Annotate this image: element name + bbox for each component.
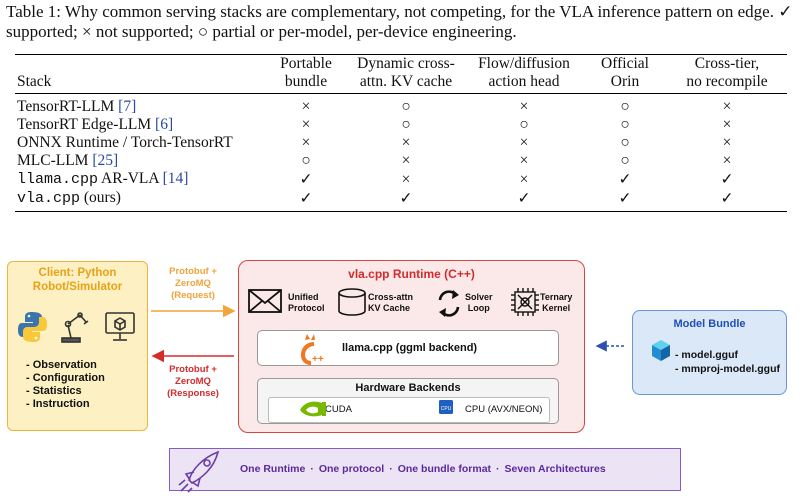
footer-text: One Runtime·One protocol·One bundle form… xyxy=(240,463,606,475)
header-stack: Stack xyxy=(17,73,52,90)
cell: × xyxy=(722,152,732,169)
request-label: Protobuf +ZeroMQ(Request) xyxy=(169,266,217,301)
row-name: vla.cpp (ours) xyxy=(17,189,121,207)
row-name: MLC-LLM [25] xyxy=(17,152,119,169)
rocket-icon xyxy=(178,450,220,493)
table-row: TensorRT-LLM [7] × ○ × ○ × xyxy=(15,94,787,117)
cell: ○ xyxy=(519,116,529,133)
python-icon xyxy=(18,312,47,342)
header-cross-tier: Cross-tier,no recompile xyxy=(686,55,768,90)
cell: ○ xyxy=(620,134,630,151)
hardware-backends-box: Hardware Backends CUDA CPU (AVX/NEON) xyxy=(257,378,559,424)
svg-text:CPU: CPU xyxy=(441,406,452,412)
cell: ○ xyxy=(620,116,630,133)
list-item: - Configuration xyxy=(26,372,105,384)
response-label: Protobuf +ZeroMQ(Response) xyxy=(167,364,219,399)
cell: ○ xyxy=(401,98,411,115)
cell: × xyxy=(519,134,529,151)
cell: ○ xyxy=(301,152,311,169)
cell: ✓ xyxy=(618,170,632,188)
list-item: - Statistics xyxy=(26,385,82,397)
cell: ○ xyxy=(401,116,411,133)
citation-link[interactable]: [14] xyxy=(162,170,189,187)
table-caption: Table 1: Why common serving stacks are c… xyxy=(6,2,793,41)
citation-link[interactable]: [6] xyxy=(155,116,174,133)
table-row: vla.cpp (ours) ✓ ✓ ✓ ✓ ✓ xyxy=(15,189,787,212)
hardware-title: Hardware Backends xyxy=(355,382,461,394)
citation-link[interactable]: [7] xyxy=(118,98,137,115)
list-item: - mmproj-model.gguf xyxy=(675,363,780,375)
cell: ✓ xyxy=(299,170,313,188)
footer-banner: One Runtime·One protocol·One bundle form… xyxy=(169,448,681,491)
bundle-files: - model.gguf - mmproj-model.gguf xyxy=(675,348,780,376)
cell: ✓ xyxy=(720,170,734,188)
nvidia-icon xyxy=(300,401,326,417)
list-item: - Observation xyxy=(26,359,97,371)
cell: ✓ xyxy=(399,189,413,207)
row-name: TensorRT-LLM [7] xyxy=(17,98,137,115)
database-icon xyxy=(338,288,366,316)
citation-link[interactable]: [25] xyxy=(92,152,119,169)
row-name: ONNX Runtime / Torch-TensorRT xyxy=(17,134,233,151)
cell: × xyxy=(722,116,732,133)
cell: ○ xyxy=(620,152,630,169)
monitor-icon xyxy=(105,312,135,341)
cell: ○ xyxy=(620,98,630,115)
cuda-label: CUDA xyxy=(325,404,352,415)
cell: × xyxy=(519,98,529,115)
cell: ✓ xyxy=(299,189,313,207)
cell: ✓ xyxy=(720,189,734,207)
cell: × xyxy=(301,116,311,133)
cell: ✓ xyxy=(618,189,632,207)
table-row: TensorRT Edge-LLM [6] × ○ ○ ○ × xyxy=(15,116,787,134)
table-row: MLC-LLM [25] ○ × × ○ × xyxy=(15,152,787,170)
cpu-label: CPU (AVX/NEON) xyxy=(465,404,543,415)
cube-icon xyxy=(652,340,670,361)
cell: × xyxy=(722,134,732,151)
svg-text:++: ++ xyxy=(312,354,324,365)
chip-icon xyxy=(511,288,539,316)
cell: × xyxy=(722,98,732,115)
client-icons xyxy=(18,312,135,343)
loop-icon xyxy=(438,290,460,317)
client-items: - Observation - Configuration - Statisti… xyxy=(26,359,105,411)
cell: ✓ xyxy=(517,189,531,207)
bundle-title: Model Bundle xyxy=(673,318,746,330)
llama-label: llama.cpp (ggml backend) xyxy=(342,342,478,354)
cell: × xyxy=(401,152,411,169)
cpu-chip-icon: CPU xyxy=(439,400,453,414)
row-name: llama.cpp AR-VLA [14] xyxy=(17,170,189,188)
robot-arm-icon xyxy=(61,312,89,343)
envelope-icon xyxy=(248,289,282,313)
list-item: - model.gguf xyxy=(675,349,738,361)
cell: × xyxy=(401,134,411,151)
cell: × xyxy=(401,170,411,188)
cell: × xyxy=(519,170,529,188)
cell: × xyxy=(301,98,311,115)
list-item: - Instruction xyxy=(26,398,90,410)
cell: × xyxy=(301,134,311,151)
cell: × xyxy=(519,152,529,169)
table-row: ONNX Runtime / Torch-TensorRT × × × ○ × xyxy=(15,134,787,152)
header-kv-cache: Dynamic cross-attn. KV cache xyxy=(357,55,455,90)
row-name: TensorRT Edge-LLM [6] xyxy=(17,116,174,133)
runtime-title: vla.cpp Runtime (C++) xyxy=(348,267,475,281)
llama-cpp-logo-icon: ++ xyxy=(301,334,324,365)
table-row: llama.cpp AR-VLA [14] ✓ × × ✓ ✓ xyxy=(15,170,787,189)
